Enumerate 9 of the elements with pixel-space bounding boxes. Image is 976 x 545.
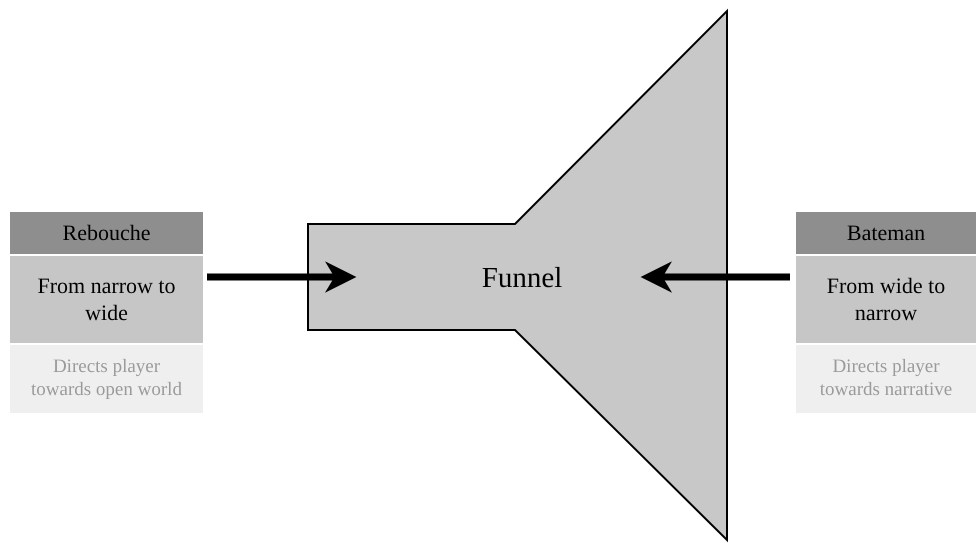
- panel-description: From wide to narrow: [796, 256, 976, 343]
- arrow: [207, 261, 356, 293]
- panel-header: Bateman: [796, 212, 976, 254]
- panel-note: Directs player towards narrative: [796, 345, 976, 413]
- panel-description: From narrow to wide: [10, 256, 203, 343]
- panel-note: Directs player towards open world: [10, 345, 203, 413]
- arrow: [640, 261, 790, 293]
- panel-header: Rebouche: [10, 212, 203, 254]
- funnel-label: Funnel: [480, 261, 564, 296]
